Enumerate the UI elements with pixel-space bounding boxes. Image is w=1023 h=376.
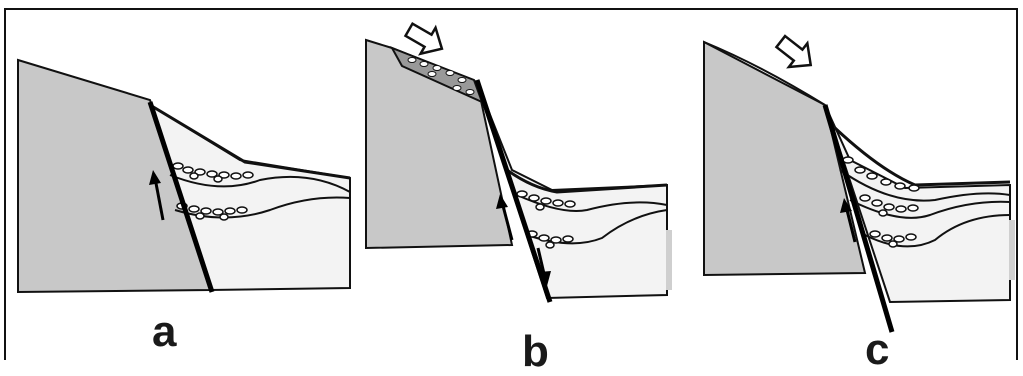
panel-a: a (10, 10, 355, 360)
panel-label-c: c (865, 328, 889, 372)
panel-b: b (362, 10, 672, 360)
panel-label-b: b (522, 330, 549, 374)
hollow-arrow-icon (772, 30, 820, 77)
panel-c-diagram (700, 10, 1015, 360)
scan-artifact (666, 230, 672, 290)
scan-artifact (1009, 220, 1015, 280)
panel-a-diagram (10, 10, 355, 360)
panel-c: c (700, 10, 1015, 360)
panel-b-diagram (362, 10, 672, 360)
panel-label-a: a (152, 310, 176, 354)
